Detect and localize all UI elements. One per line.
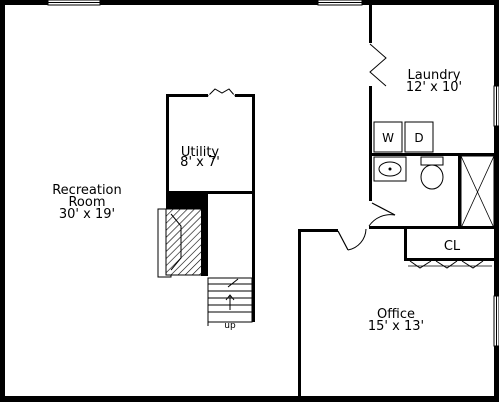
- bath-door[interactable]: [368, 202, 396, 227]
- washer-label: W: [382, 131, 394, 145]
- stairs[interactable]: up: [207, 277, 253, 331]
- laundry-room-name: Laundry: [408, 68, 461, 83]
- utility-wall-left: [166, 94, 169, 194]
- recreation-room-name-line2: Room: [68, 195, 105, 210]
- window-right-office: [493, 295, 499, 347]
- window-top-right: [317, 0, 363, 6]
- bath-east-wall: [458, 156, 461, 228]
- office-door[interactable]: [337, 228, 367, 251]
- utility-wall-bottom: [166, 191, 255, 194]
- bath-sink: [373, 156, 407, 182]
- stairs-label: up: [224, 321, 236, 331]
- closet-west-wall: [404, 229, 407, 261]
- utility-room-size: 8' x 7': [180, 155, 220, 170]
- laundry-west-wall-upper: [369, 5, 372, 43]
- outer-wall-right: [494, 0, 499, 402]
- outer-wall-top: [0, 0, 499, 5]
- dryer-label: D: [414, 131, 423, 145]
- recreation-room-name-line1: Recreation: [52, 183, 122, 198]
- utility-bifold-door[interactable]: [207, 88, 236, 97]
- closet-label: CL: [444, 239, 461, 254]
- closet-south-wall: [404, 258, 494, 261]
- toilet: [420, 156, 444, 190]
- office-west-wall: [298, 229, 301, 397]
- utility-wall-right: [252, 94, 255, 322]
- utility-room-name: Utility: [181, 145, 220, 160]
- laundry-west-wall-lower: [369, 86, 372, 201]
- recreation-room-size: 30' x 19': [59, 207, 115, 222]
- utility-wall-top-right: [235, 94, 255, 97]
- bath-south-wall: [369, 226, 494, 229]
- washer: W: [373, 121, 403, 153]
- utility-wall-top-left: [166, 94, 208, 97]
- office-room-name: Office: [377, 307, 415, 322]
- closet-bifold-door[interactable]: [408, 260, 492, 269]
- outer-wall-bottom: [0, 396, 499, 402]
- laundry-bath-divider: [372, 153, 494, 156]
- floor-interior: [5, 5, 494, 397]
- shower: [460, 155, 495, 229]
- office-room-size: 15' x 13': [368, 319, 424, 334]
- laundry-room-size: 12' x 10': [406, 80, 462, 95]
- dryer: D: [404, 121, 434, 153]
- fireplace: [157, 194, 208, 278]
- outer-wall-left: [0, 0, 5, 402]
- window-top-left: [47, 0, 101, 6]
- laundry-bifold-door[interactable]: [369, 43, 387, 87]
- window-right-laundry: [493, 85, 499, 127]
- office-north-wall: [298, 229, 338, 232]
